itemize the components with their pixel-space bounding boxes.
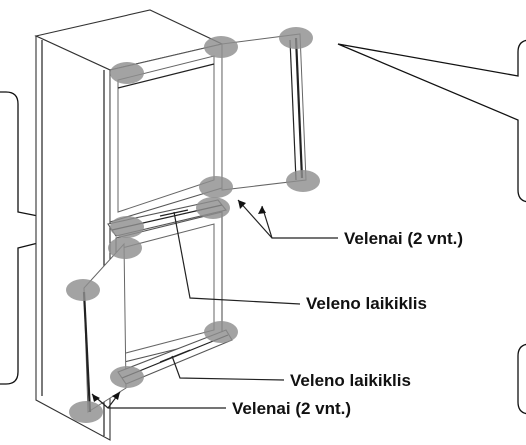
hinge-spot [69, 401, 103, 423]
upper-door [109, 33, 307, 223]
right-callout-bottom [517, 343, 526, 415]
hinge-spot [204, 36, 238, 58]
hinge-spot [66, 279, 100, 301]
label-shafts-bottom: Velenai (2 vnt.) [232, 399, 351, 418]
right-callout-top [337, 39, 526, 203]
hinge-spot [196, 197, 230, 219]
hinge-spot [108, 237, 142, 259]
label-shafts-top: Velenai (2 vnt.) [344, 229, 463, 248]
label-shaft-holder-bottom: Veleno laikiklis [290, 371, 411, 390]
hinge-spot [110, 216, 144, 238]
hinge-spot [110, 366, 144, 388]
hinge-spot [110, 62, 144, 84]
label-shaft-holder-top: Veleno laikiklis [306, 294, 427, 313]
hinge-spot [286, 170, 320, 192]
hinge-spot [204, 321, 238, 343]
hinge-highlights [66, 27, 320, 423]
hinge-spot [279, 27, 313, 49]
hinge-spot [199, 176, 233, 198]
leader-lines [91, 199, 338, 409]
